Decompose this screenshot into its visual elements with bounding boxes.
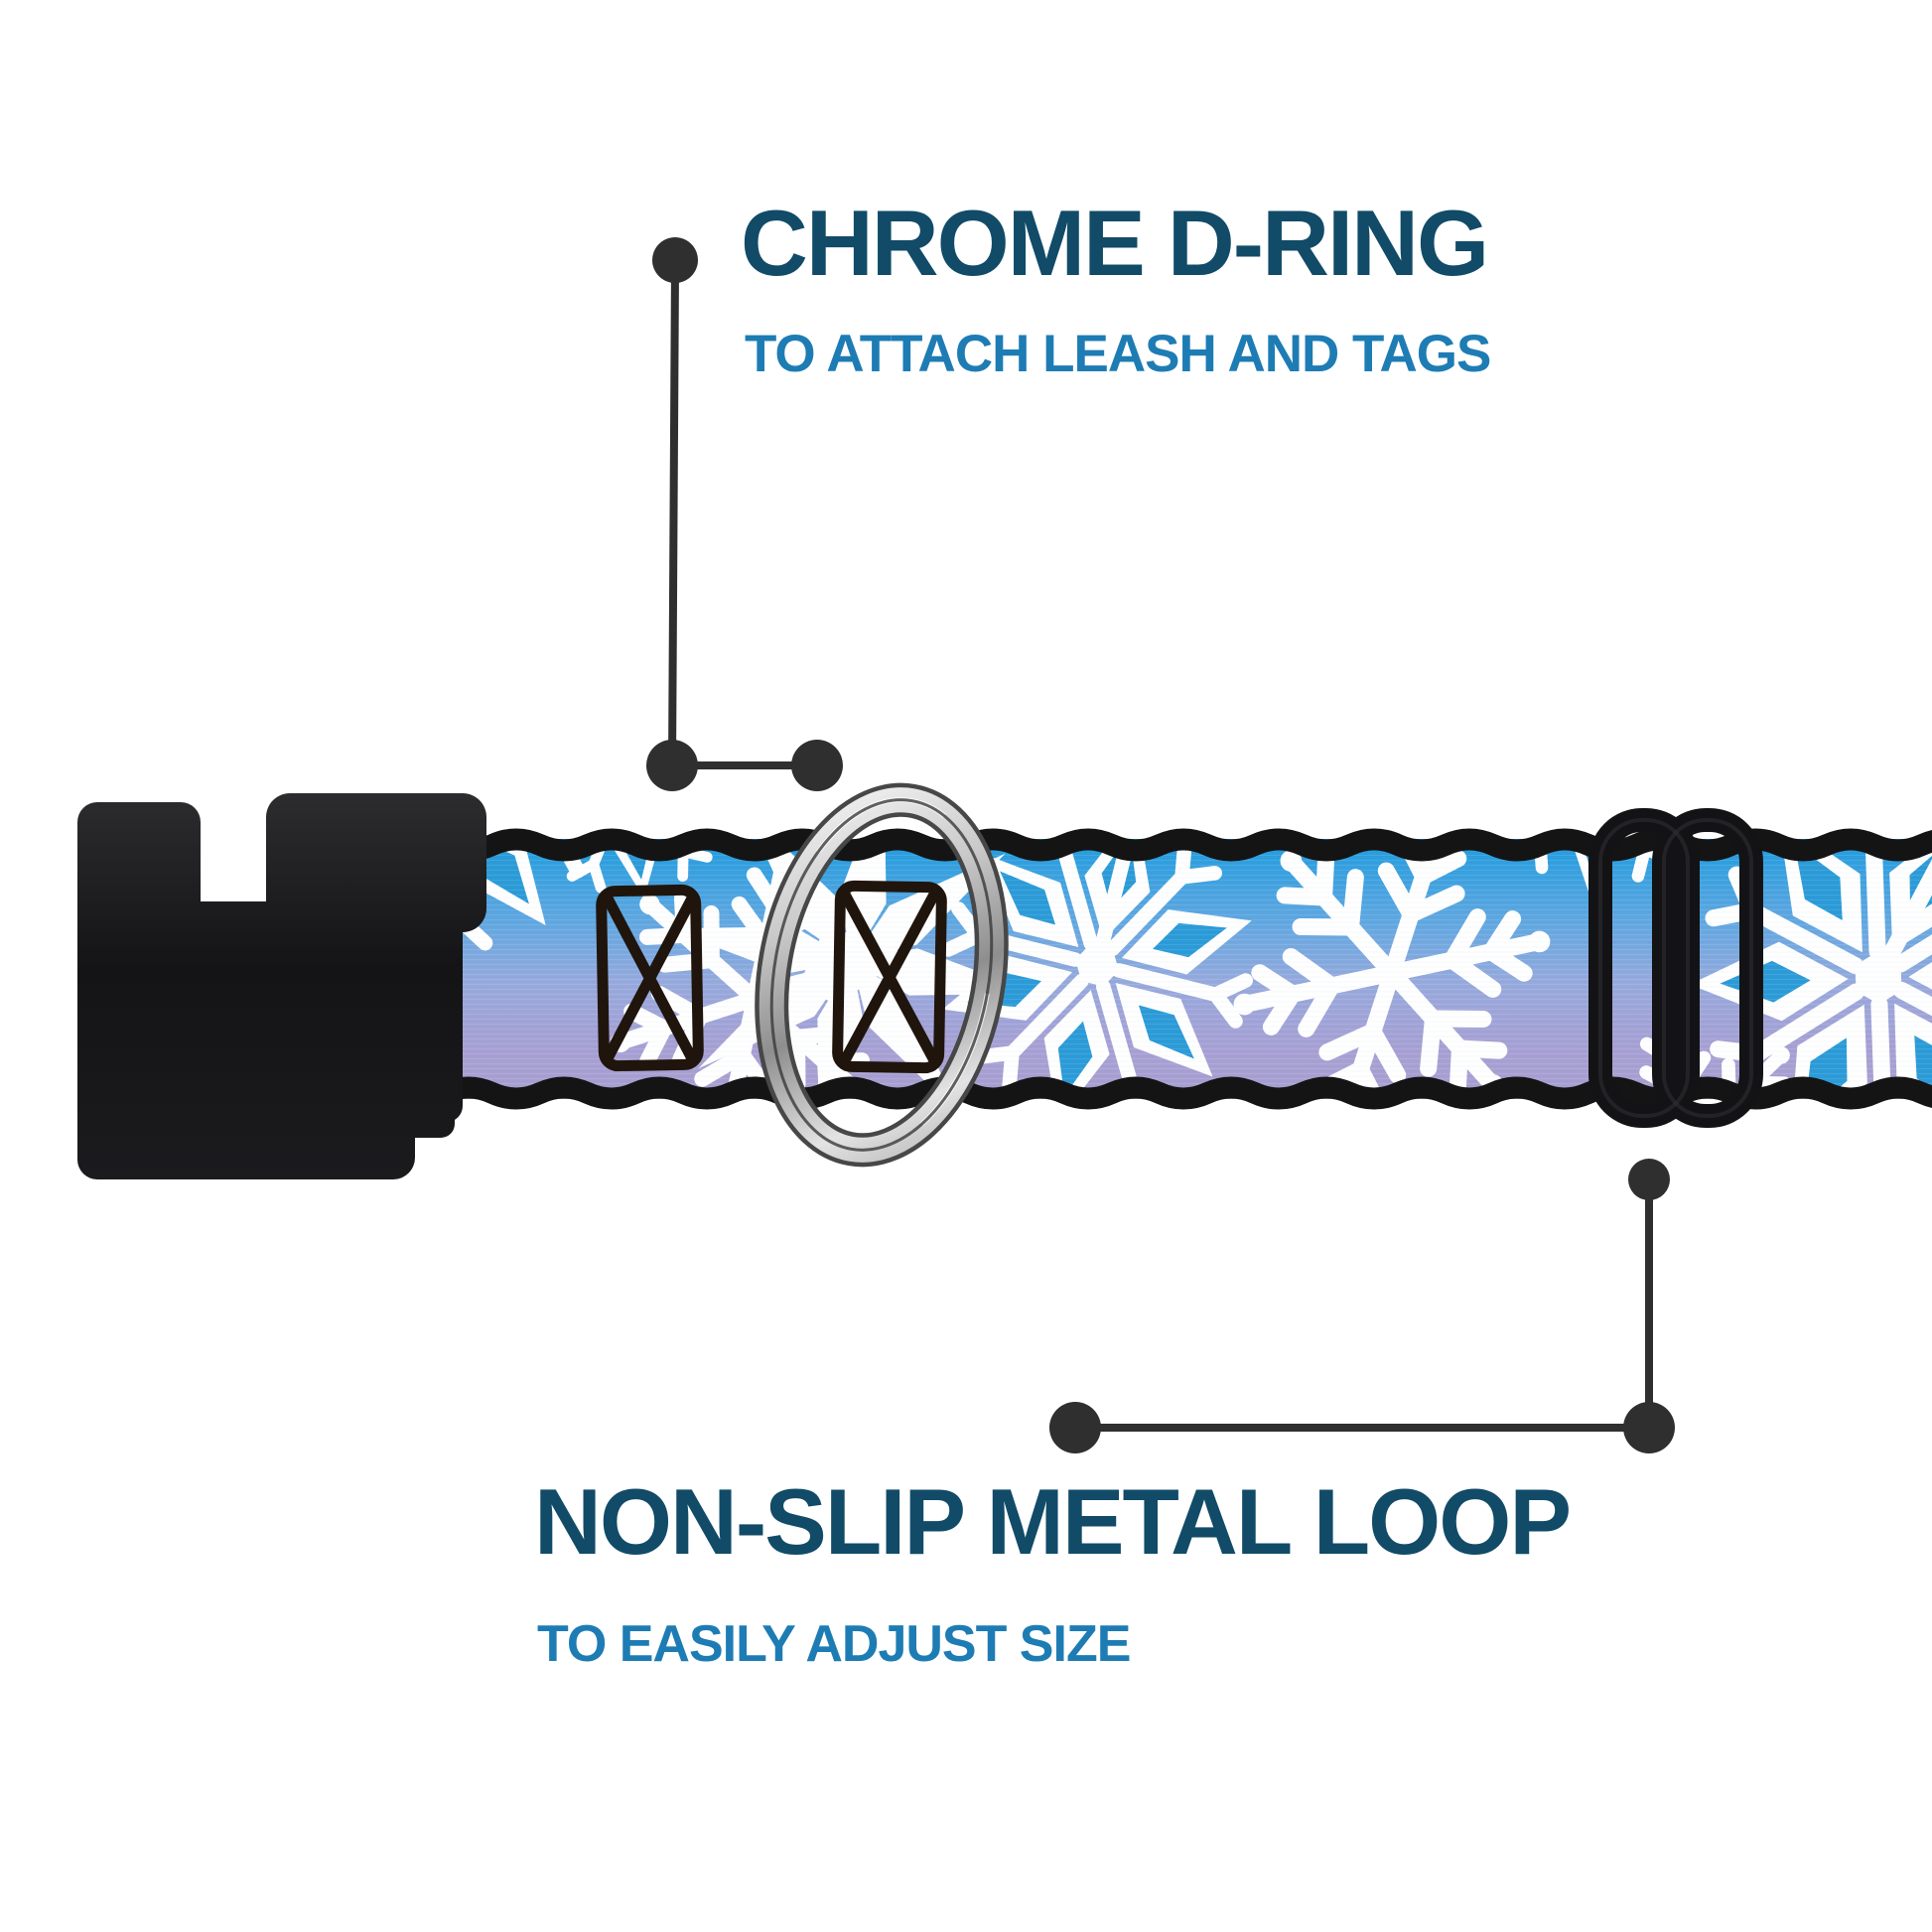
buckle bbox=[77, 793, 486, 1179]
callout-dot bbox=[1623, 1402, 1675, 1453]
stitch-box-right bbox=[832, 880, 947, 1074]
webbing-top-edge bbox=[392, 828, 1932, 862]
callout-dot bbox=[1049, 1402, 1101, 1453]
callout-title-metal-loop: NON-SLIP METAL LOOP bbox=[534, 1469, 1572, 1574]
callout-line-d-ring bbox=[646, 237, 843, 791]
callout-line-metal-loop bbox=[1049, 1159, 1675, 1453]
callout-title-chrome-d-ring: CHROME D-RING bbox=[741, 191, 1489, 295]
stitch-box-left bbox=[596, 884, 704, 1072]
callout-subtitle-chrome-d-ring: TO ATTACH LEASH AND TAGS bbox=[745, 325, 1491, 383]
callout-dot bbox=[791, 740, 843, 791]
d-ring bbox=[755, 782, 1009, 1168]
callout-dot bbox=[646, 740, 698, 791]
callout-dot bbox=[652, 237, 698, 283]
webbing-bottom-edge bbox=[392, 1076, 1932, 1110]
slider-loop bbox=[1588, 808, 1763, 1128]
callout-dot bbox=[1628, 1159, 1670, 1200]
callout-subtitle-metal-loop: TO EASILY ADJUST SIZE bbox=[537, 1615, 1131, 1673]
